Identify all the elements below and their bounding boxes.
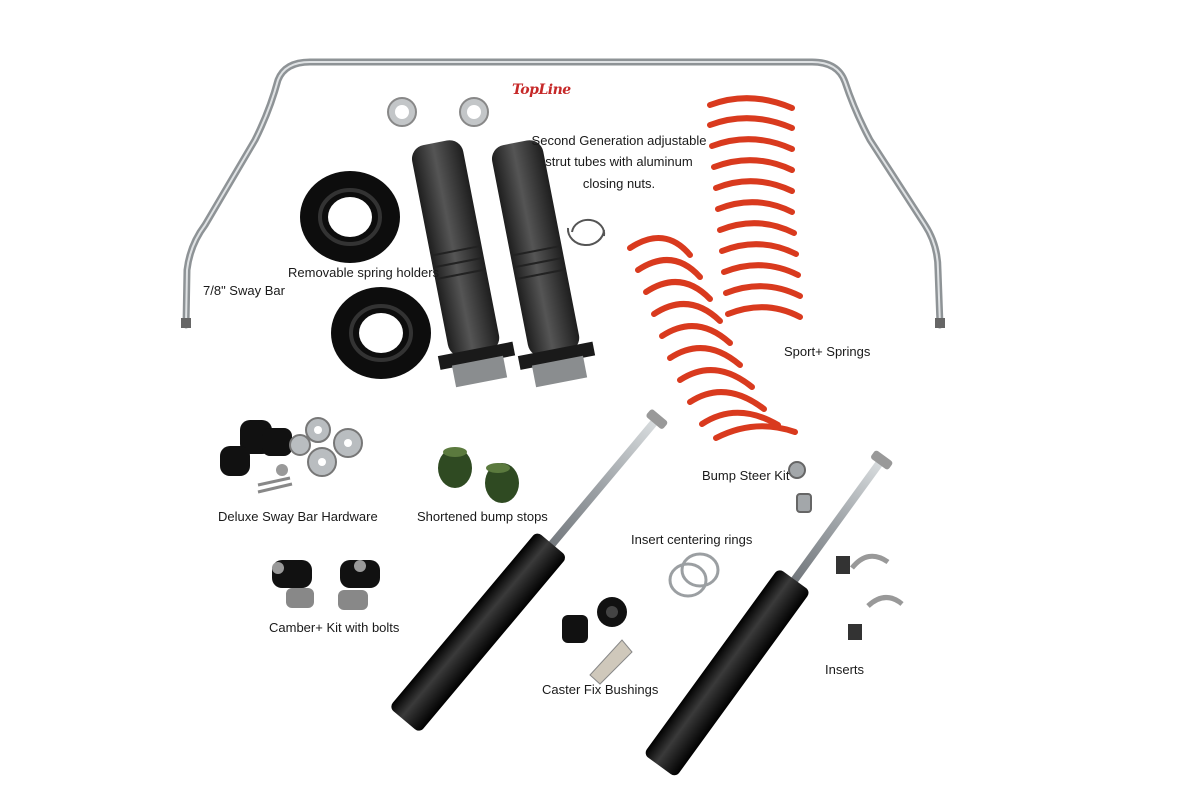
strut-tubes-label-line3: closing nuts. xyxy=(582,175,656,191)
caster-fix-label: Caster Fix Bushings xyxy=(542,682,659,697)
sway-bar-label: 7/8" Sway Bar xyxy=(203,283,285,298)
bump-stops-label: Shortened bump stops xyxy=(417,509,548,524)
sway-bar-hardware-label: Deluxe Sway Bar Hardware xyxy=(218,509,378,524)
strut-washers xyxy=(387,97,489,127)
camber-kit-label: Camber+ Kit with bolts xyxy=(269,620,400,635)
strut-clips xyxy=(566,218,606,247)
strut-tubes-label: Second Generation adjustable strut tubes… xyxy=(523,133,715,192)
caster-fix-bushings xyxy=(562,597,633,685)
spring-holders-label: Removable spring holders xyxy=(288,265,440,280)
camber-kit xyxy=(272,560,380,610)
insert-clamps xyxy=(836,553,904,640)
sway-bar-hardware xyxy=(220,417,363,494)
bump-steer-label: Bump Steer Kit xyxy=(702,468,790,483)
bump-stops xyxy=(438,447,519,503)
sway-bar xyxy=(181,58,945,329)
sport-springs-label: Sport+ Springs xyxy=(784,344,871,359)
insert-right xyxy=(645,450,893,776)
centering-rings xyxy=(668,552,720,598)
strut-tubes-label-line2: strut tubes with aluminum xyxy=(545,154,693,170)
centering-rings-label: Insert centering rings xyxy=(631,532,753,547)
inserts-label: Inserts xyxy=(825,662,865,677)
strut-tubes xyxy=(411,140,596,388)
spring-holders xyxy=(300,171,431,379)
bump-steer-kit xyxy=(788,461,812,513)
strut-tubes-label-line1: Second Generation adjustable xyxy=(531,133,707,148)
insert-left xyxy=(391,409,668,731)
sport-springs xyxy=(627,95,803,441)
topline-logo: TopLine xyxy=(512,82,571,98)
